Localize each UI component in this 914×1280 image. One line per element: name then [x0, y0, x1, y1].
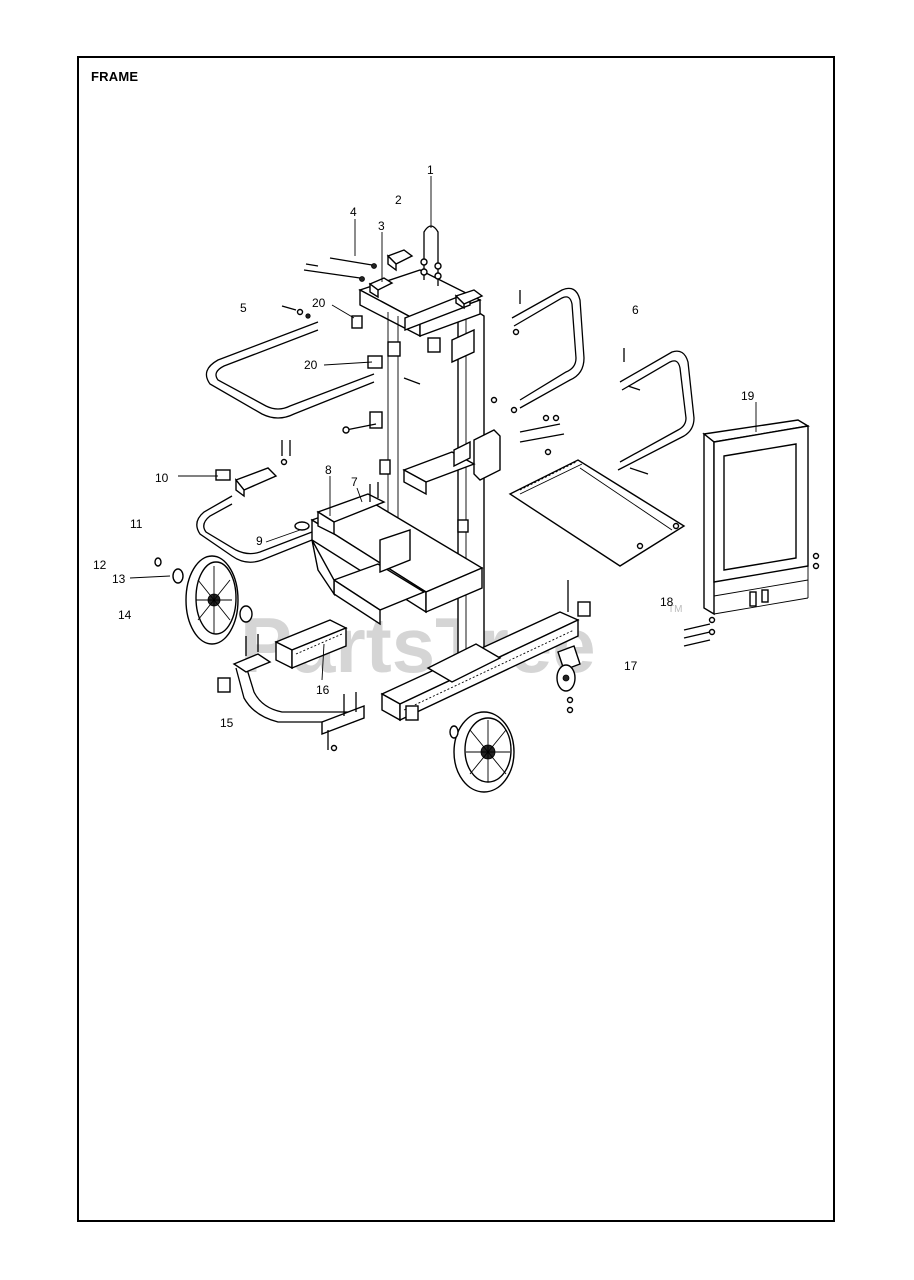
part-16-axle-beam [274, 619, 348, 670]
part-17-base-beam [380, 580, 591, 722]
part-5-left-handle [205, 305, 375, 419]
part-15-lower-bracket [217, 634, 365, 752]
callout-labels: 1 2 3 4 5 6 7 8 9 10 11 12 13 14 15 16 1… [93, 163, 755, 730]
part-13-washer [154, 557, 253, 623]
mid-brackets [369, 328, 476, 571]
callout-9: 9 [256, 534, 263, 548]
callout-12: 12 [93, 558, 107, 572]
diagram-border [77, 56, 835, 1222]
part-4-bolt [303, 257, 377, 282]
callout-11: 11 [130, 517, 143, 531]
callout-10: 10 [155, 471, 169, 485]
callout-20-mid: 20 [304, 358, 318, 372]
caster-wheel [556, 645, 581, 714]
shelf-tray [490, 396, 686, 567]
callout-20-top: 20 [312, 296, 326, 310]
right-wheel [449, 711, 515, 793]
part-8-lower-frame [310, 482, 484, 626]
part-11-tube [196, 495, 313, 563]
callout-13: 13 [112, 572, 126, 586]
callout-1: 1 [427, 163, 434, 177]
callout-2: 2 [395, 193, 402, 207]
callout-18: 18 [660, 595, 674, 609]
part-14-left-wheel [185, 555, 239, 645]
watermark-tm: TM [668, 604, 682, 615]
callout-7: 7 [351, 475, 358, 489]
diagram-title: FRAME [91, 69, 139, 84]
callout-17: 17 [624, 659, 638, 673]
part-2-clamp [386, 249, 484, 310]
callout-15: 15 [220, 716, 234, 730]
callout-4: 4 [350, 205, 357, 219]
part-3-spacer [368, 277, 394, 299]
part-6-right-handle [511, 287, 695, 475]
leader-lines [129, 176, 757, 681]
callout-16: 16 [316, 683, 330, 697]
part-10-grip [215, 440, 291, 498]
callout-3: 3 [378, 219, 385, 233]
part-18-bolts [683, 616, 716, 647]
callout-8: 8 [325, 463, 332, 477]
part-19-panel [702, 419, 820, 616]
callout-19: 19 [741, 389, 755, 403]
callout-6: 6 [632, 303, 639, 317]
callout-5: 5 [240, 301, 247, 315]
callout-14: 14 [118, 608, 132, 622]
